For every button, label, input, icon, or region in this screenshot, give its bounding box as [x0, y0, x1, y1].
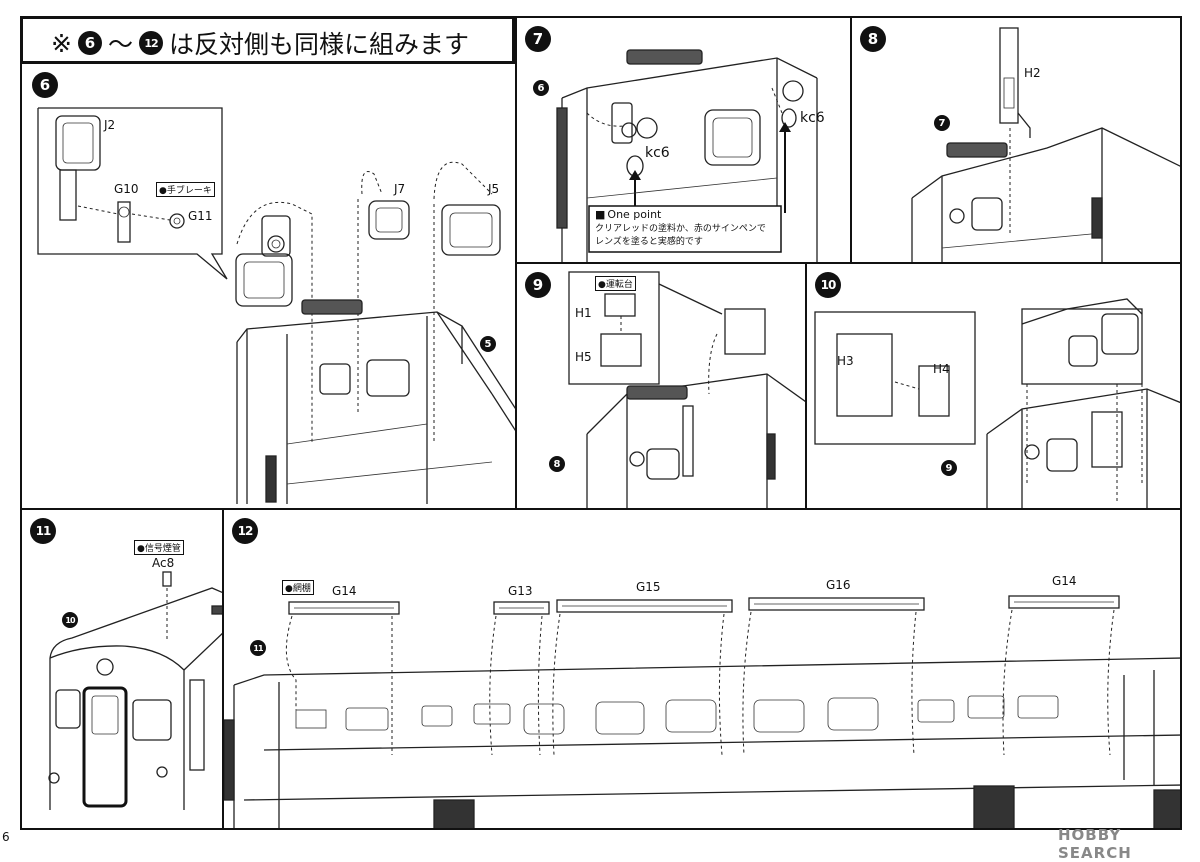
- step-8-panel: 8 H2 7: [850, 16, 1182, 264]
- kc6-left-label: kc6: [645, 145, 670, 161]
- header-text: ※ 6 〜 12 は反対側も同様に組みます: [51, 25, 469, 61]
- cab-tag: ●運転台: [595, 276, 636, 291]
- step-11-ref-badge: 10: [62, 612, 78, 628]
- step-12-illustration: [224, 595, 1180, 828]
- part-g14-right-label: G14: [1052, 574, 1077, 588]
- step-11-panel: 11 ●信号煙管 Ac8 10: [20, 508, 224, 830]
- step-10-badge: 10: [815, 272, 841, 298]
- step-9-badge: 9: [525, 272, 551, 298]
- part-h1-label: H1: [575, 306, 592, 320]
- signal-pipe-tag: ●信号煙管: [134, 540, 184, 555]
- watermark: HOBBY SEARCH: [1058, 826, 1132, 862]
- onepoint-box: ■ One point クリアレッドの塗料か、赤のサインペンで レンズを塗ると実…: [595, 208, 785, 247]
- step-7-badge: 7: [525, 26, 551, 52]
- step-9-ref-badge: 8: [549, 456, 565, 472]
- step-6-illustration: [37, 107, 515, 504]
- part-h3-label: H3: [837, 354, 854, 368]
- kc6-right-label: kc6: [800, 110, 825, 126]
- step-6-badge: 6: [32, 72, 58, 98]
- step-8-illustration: [911, 27, 1180, 262]
- part-j7-label: J7: [394, 182, 406, 196]
- onepoint-title: One point: [607, 208, 662, 221]
- onepoint-line2: レンズを塗ると実感的です: [595, 237, 703, 247]
- step-9-panel: 9 ●運転台 H1 H5 8: [515, 262, 807, 510]
- part-h4-label: H4: [933, 362, 950, 376]
- step-12-badge: 12: [232, 518, 258, 544]
- part-ac8-label: Ac8: [152, 556, 175, 570]
- part-g16-label: G16: [826, 578, 851, 592]
- note-mark: ※: [51, 28, 72, 58]
- luggage-rack-tag: ●網棚: [282, 580, 314, 595]
- step-from-badge: 6: [77, 31, 102, 55]
- step-11-illustration: [48, 571, 222, 810]
- step-7-panel: 7 6 kc6 kc6 ■ One point クリアレッドの塗料か、赤のサイン…: [515, 16, 852, 264]
- header-banner: ※ 6 〜 12 は反対側も同様に組みます: [20, 16, 515, 64]
- part-j2-label: J2: [104, 118, 116, 132]
- step-7-ref-badge: 6: [533, 80, 549, 96]
- step-11-badge: 11: [30, 518, 56, 544]
- header-instruction: は反対側も同様に組みます: [168, 30, 469, 59]
- part-h5-label: H5: [575, 350, 592, 364]
- part-g10-label: G10: [114, 182, 139, 196]
- step-10-ref-badge: 9: [941, 460, 957, 476]
- step-12-ref-badge: 11: [250, 640, 266, 656]
- step-8-badge: 8: [860, 26, 886, 52]
- onepoint-line1: クリアレッドの塗料か、赤のサインペンで: [595, 224, 766, 234]
- part-g15-label: G15: [636, 580, 661, 594]
- part-g13-label: G13: [508, 584, 533, 598]
- step-to-badge: 12: [138, 31, 163, 55]
- step-9-illustration: [568, 271, 805, 508]
- step-10-illustration: [814, 298, 1180, 508]
- step-7-illustration: [556, 49, 818, 262]
- part-g11-label: G11: [188, 209, 213, 223]
- step-12-panel: 12: [222, 508, 1182, 830]
- onepoint-bullet: ■: [595, 208, 606, 221]
- wave-dash: 〜: [107, 30, 133, 59]
- step-6-panel: 6: [20, 62, 517, 510]
- step-10-panel: 10 H3 H4 9: [805, 262, 1182, 510]
- step-6-ref-badge: 5: [480, 336, 496, 352]
- part-h2-label: H2: [1024, 66, 1041, 80]
- step-8-ref-badge: 7: [934, 115, 950, 131]
- part-j5-label: J5: [488, 182, 500, 196]
- part-g14-left-label: G14: [332, 584, 357, 598]
- page-number: 6: [2, 830, 10, 844]
- hand-brake-tag: ●手ブレーキ: [156, 182, 215, 197]
